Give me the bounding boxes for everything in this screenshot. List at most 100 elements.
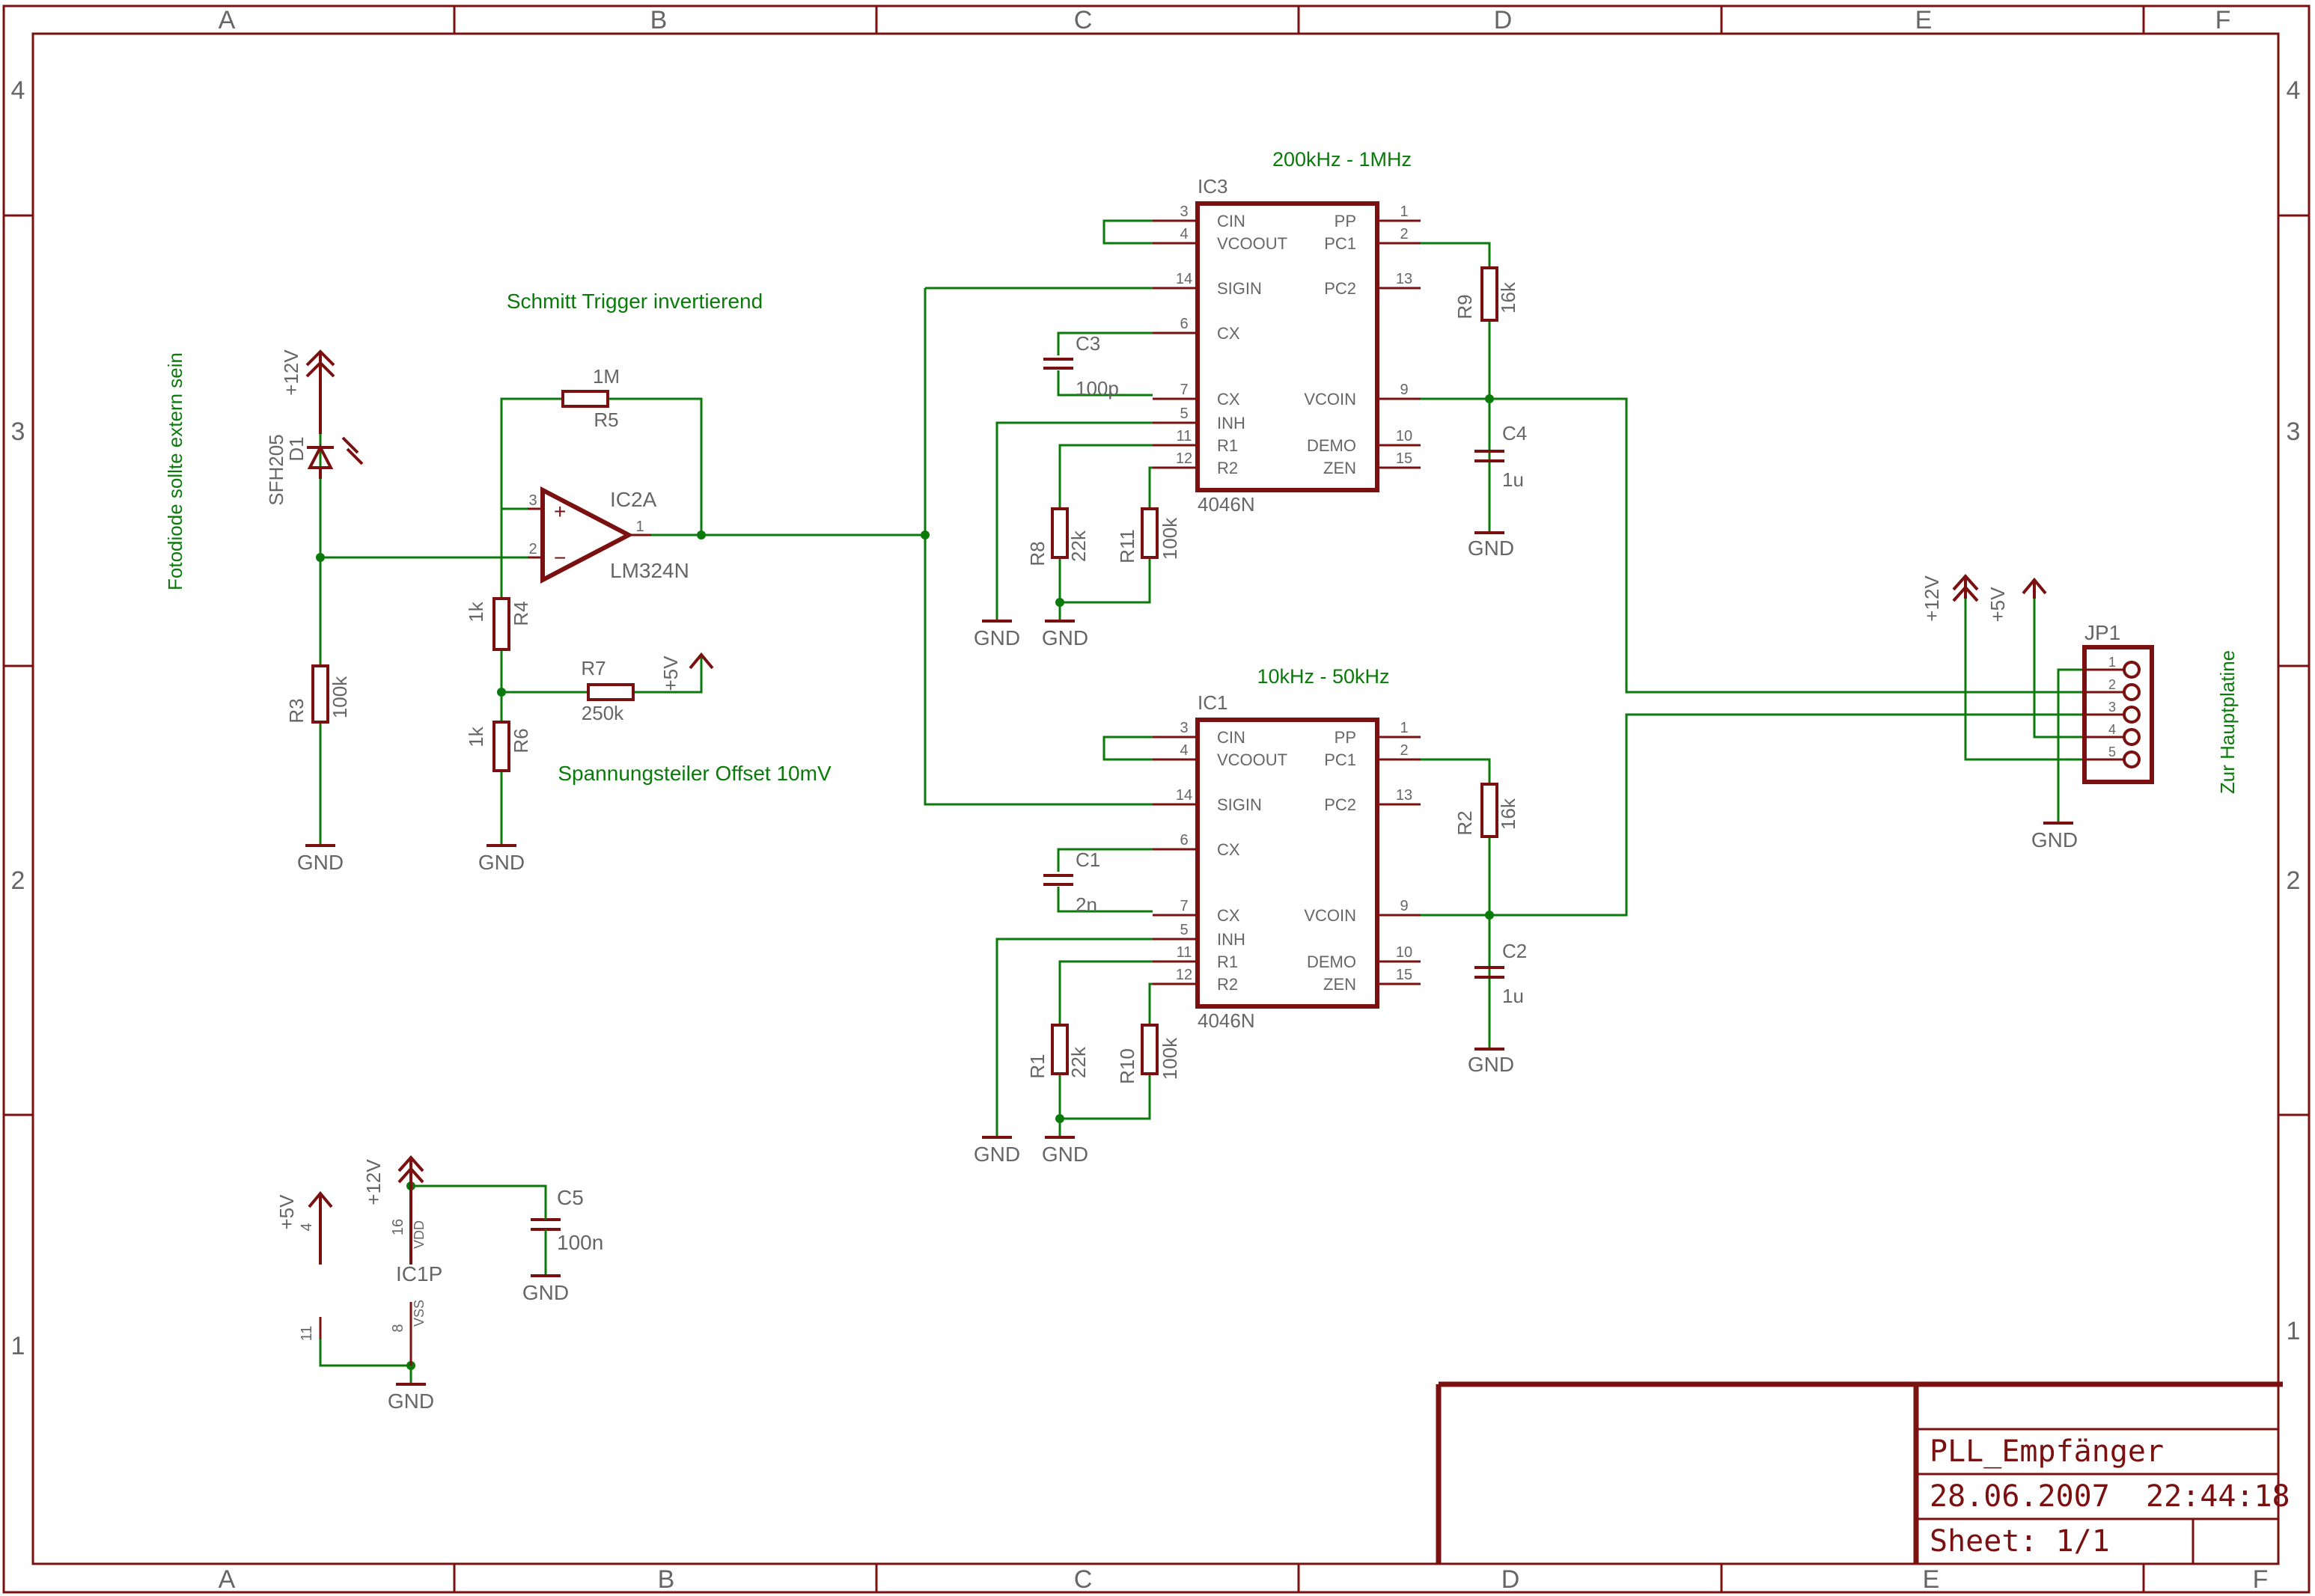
photodiode-d1: +12V D1 SFH205 — [265, 349, 364, 506]
c2-name: C2 — [1502, 940, 1527, 962]
c1-value: 2n — [1076, 893, 1097, 916]
row-label-1: 1 — [11, 1332, 25, 1360]
gnd-r1: GND — [1042, 1136, 1088, 1166]
ic3-pin-label: CIN — [1217, 212, 1245, 230]
gnd-jp1: GND — [2031, 822, 2078, 851]
col-label-a: A — [219, 6, 236, 34]
col-label-d-bottom: D — [1501, 1565, 1520, 1594]
ic3-pin-label: PP — [1335, 212, 1356, 230]
col-label-f-bottom: F — [2253, 1565, 2269, 1594]
ic1-pin-label: CIN — [1217, 728, 1245, 747]
gnd-c4: GND — [1468, 531, 1514, 560]
supply-5v-r7: +5V — [659, 652, 714, 691]
title-block-sheet: Sheet: 1/1 — [1930, 1524, 2110, 1559]
resistor-r2: R2 16k — [1454, 783, 1519, 838]
supply-12v-jp1: +12V — [1921, 573, 1979, 622]
gnd-label: GND — [478, 851, 525, 874]
resistor-r8: R8 22k — [1026, 507, 1090, 566]
capacitor-c3: C3 100p — [1043, 332, 1119, 400]
ic3-pin-number: 7 — [1180, 382, 1188, 398]
opamp-ic2a: + − 3 2 1 IC2A LM324N — [528, 486, 689, 584]
ic2a-minus: − — [554, 546, 566, 569]
r6-name: R6 — [510, 728, 532, 753]
r2-name: R2 — [1454, 810, 1476, 835]
ic3-pin-number: 9 — [1400, 382, 1408, 398]
gnd-r3: GND — [297, 844, 344, 874]
ic3-pin-number: 1 — [1400, 204, 1408, 220]
r6-value: 1k — [465, 726, 487, 747]
ic3-pin-number: 12 — [1176, 450, 1192, 467]
title-block: PLL_Empfänger 28.06.2007 22:44:18 Sheet:… — [1436, 1381, 2290, 1564]
ic2a-pin-minus: 2 — [528, 541, 537, 557]
ic1p-vdd: VDD — [412, 1220, 427, 1249]
ic3-pin-label: CX — [1217, 324, 1240, 343]
ic3-pin-label: VCOIN — [1304, 390, 1356, 409]
ic3-pin-label: CX — [1217, 390, 1240, 409]
ic1-pin-number: 5 — [1180, 922, 1188, 938]
ic3-pin-label: R2 — [1217, 459, 1238, 477]
r4-value: 1k — [465, 601, 487, 622]
gnd-label: GND — [1042, 1143, 1088, 1166]
ic1p-pin-vdd: 16 — [390, 1219, 406, 1235]
jp1-12v-label: +12V — [1921, 575, 1943, 622]
gnd-label: GND — [522, 1281, 569, 1304]
row-label-4-right: 4 — [2287, 76, 2301, 105]
r4-name: R4 — [510, 601, 532, 626]
frame-labels: A B C D E F A B C D E F 4 3 2 1 4 3 2 1 — [11, 6, 2301, 1594]
ic3-pin-label: VCOOUT — [1217, 234, 1287, 253]
ic3-pin-number: 11 — [1177, 428, 1192, 444]
ic1-pin-label: VCOOUT — [1217, 750, 1287, 769]
drawing-frame — [2, 4, 2311, 1594]
junctions — [316, 394, 1494, 1370]
gnd-label: GND — [974, 1143, 1020, 1166]
jp1-pin-hole — [2123, 706, 2141, 724]
ic1-pin-label: PP — [1335, 728, 1356, 747]
gnd-ic1p: GND — [388, 1383, 434, 1413]
ic1p-vss: VSS — [412, 1300, 427, 1327]
ic1-pin-number: 11 — [1177, 944, 1192, 961]
ic1-value: 4046N — [1198, 1009, 1255, 1032]
ic1p-pin-vss: 8 — [390, 1324, 406, 1332]
resistor-r10: R10 100k — [1116, 1024, 1181, 1084]
r3-value: 100k — [329, 676, 351, 718]
ic1-pin-number: 1 — [1400, 720, 1408, 736]
ic3-pin-number: 3 — [1180, 204, 1188, 220]
ic1-name: IC1 — [1198, 691, 1227, 714]
title-block-datetime: 28.06.2007 22:44:18 — [1930, 1479, 2290, 1514]
ic1-pin-number: 6 — [1180, 832, 1188, 849]
resistor-r1: R1 22k — [1026, 1024, 1090, 1079]
ic1-pin-number: 10 — [1396, 944, 1412, 961]
note-voltage-divider: Spannungsteiler Offset 10mV — [558, 762, 832, 785]
gnd-label: GND — [1468, 536, 1514, 560]
jp1-pin-hole — [2123, 750, 2141, 768]
ic3-value: 4046N — [1198, 493, 1255, 516]
wires — [319, 219, 2084, 1384]
ic1-pin-label: CX — [1217, 840, 1240, 859]
jp1-pin-hole — [2123, 661, 2141, 679]
ic3-pin-number: 15 — [1396, 450, 1412, 467]
resistor-r4: 1k R4 — [465, 597, 532, 651]
ic3-name: IC3 — [1198, 175, 1227, 198]
capacitor-c4: C4 1u — [1474, 422, 1527, 491]
ic1-pin-label: PC2 — [1324, 795, 1356, 814]
ic3-pin-number: 14 — [1176, 271, 1192, 287]
r11-value: 100k — [1159, 517, 1181, 560]
gnd-c2: GND — [1468, 1048, 1514, 1076]
ic1-pin-label: R1 — [1217, 953, 1238, 971]
resistor-r7: R7 250k — [581, 657, 635, 724]
r8-value: 22k — [1067, 530, 1090, 562]
d1-supply-label: +12V — [280, 349, 302, 396]
capacitor-c2: C2 1u — [1474, 940, 1527, 1007]
supply-5v-jp1: +5V — [1986, 577, 2047, 623]
ic1-pin-label: CX — [1217, 906, 1240, 925]
ic1p-pin-4: 4 — [299, 1223, 315, 1231]
row-label-2: 2 — [11, 866, 25, 895]
ic1-pin-label: PC1 — [1324, 750, 1356, 769]
gnd-r6: GND — [478, 844, 525, 874]
note-schmitt-trigger: Schmitt Trigger invertierend — [507, 290, 763, 313]
r11-name: R11 — [1116, 529, 1138, 563]
ic1-pin-number: 15 — [1396, 967, 1412, 983]
ic1p-name: IC1P — [396, 1262, 442, 1285]
